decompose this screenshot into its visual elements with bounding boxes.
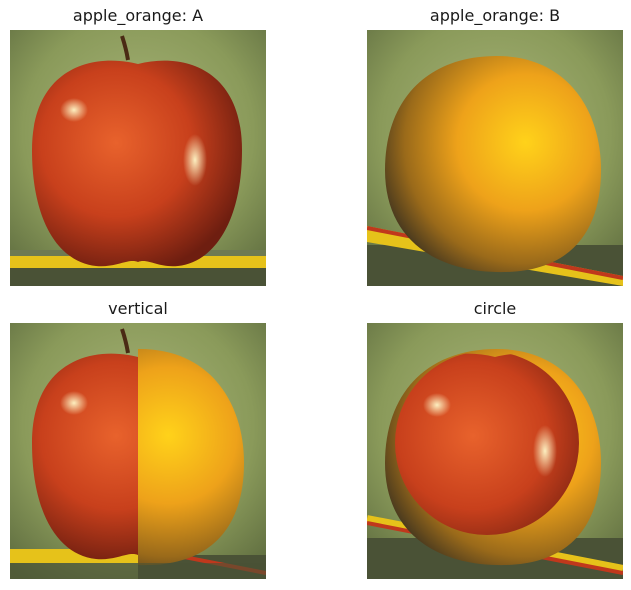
panel-title-vertical: vertical [108,299,168,318]
panel-title-apple: apple_orange: A [72,6,204,25]
orange-image [367,30,623,286]
panel-title-circle: circle [473,299,517,318]
circle-blend-image [367,323,623,579]
vertical-blend-image [10,323,266,579]
apple-image [10,30,266,286]
panel-title-orange: apple_orange: B [429,6,561,25]
